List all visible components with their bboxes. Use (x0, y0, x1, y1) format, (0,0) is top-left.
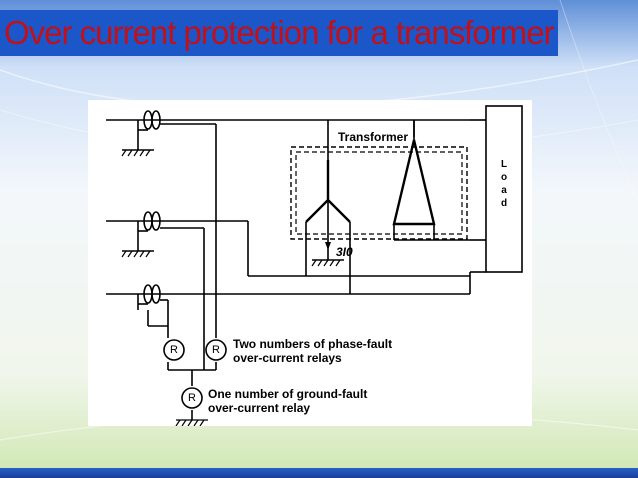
bottom-bar (0, 468, 638, 478)
transformer-label: Transformer (338, 130, 409, 144)
neutral-current-arrow (325, 242, 331, 250)
phase-relay-2-symbol: R (212, 344, 220, 356)
current-transformer-b (143, 211, 161, 231)
schematic (106, 105, 523, 426)
star-winding (305, 160, 351, 223)
phase-relay-2 (205, 339, 227, 361)
neutral-ground-hatches (311, 259, 341, 267)
ct-secondary-wiring (122, 120, 154, 310)
ground-relay-symbol: R (188, 392, 196, 404)
protection-diagram: Transformer L o a d 3I0 R R R Two number… (88, 100, 532, 426)
transformer-inner (295, 151, 463, 235)
phase-relay-1 (163, 339, 185, 361)
phase-relay-1-symbol: R (170, 344, 178, 356)
ground-fault-relay (181, 387, 203, 409)
slide-title: Over current protection for a transforme… (0, 10, 558, 56)
ground-hatches (121, 149, 151, 258)
delta-connections (393, 120, 470, 241)
phase-relay-note-line2: over-current relays (233, 351, 342, 365)
delta-winding (392, 139, 436, 226)
current-transformer-a (143, 110, 161, 130)
current-transformer-c (143, 284, 161, 304)
relay-ground-hatches (175, 419, 208, 426)
ground-relay-note-line2: over-current relay (208, 401, 311, 415)
load-box (485, 105, 523, 273)
ground-current-label: 3I0 (336, 245, 353, 259)
load-label: L o a d (500, 159, 508, 209)
phase-line-b (106, 220, 470, 277)
relay-wiring (147, 123, 217, 420)
phase-relay-note-line1: Two numbers of phase-fault (233, 337, 393, 351)
ground-relay-note-line1: One number of ground-fault (208, 387, 368, 401)
transformer-enclosure (290, 146, 468, 240)
